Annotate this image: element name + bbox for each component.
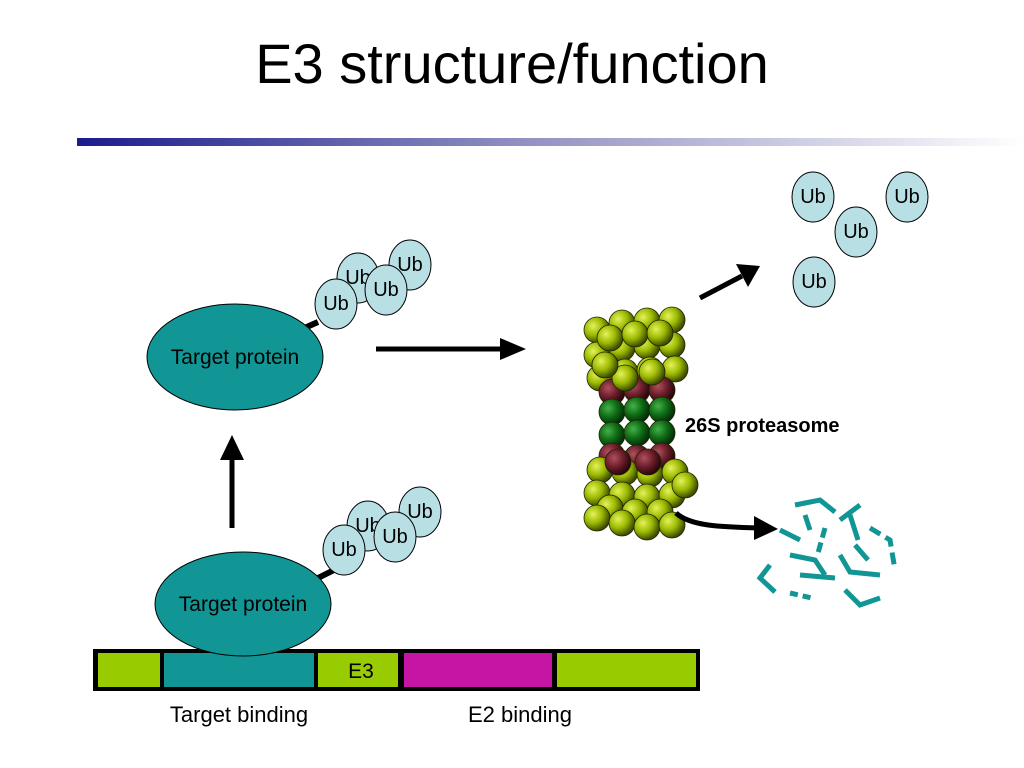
slide-title: E3 structure/function xyxy=(255,32,769,95)
ub-label: Ub xyxy=(373,279,399,301)
proteasome-subunit xyxy=(646,319,674,347)
e3-segment-target-binding xyxy=(164,653,314,687)
arrow-ub-release xyxy=(698,264,760,301)
target-protein-top: Target protein xyxy=(146,303,324,411)
ub-bead: Ub xyxy=(322,524,366,576)
proteasome-subunit xyxy=(604,448,632,476)
proteasome-label: 26S proteasome xyxy=(685,415,840,437)
proteasome-subunit xyxy=(634,448,662,476)
e2-binding-label: E2 binding xyxy=(468,702,572,727)
proteasome-subunit xyxy=(623,396,651,424)
title-divider xyxy=(77,138,1024,146)
ub-bead: Ub xyxy=(314,278,358,330)
e3-segment-green xyxy=(98,653,160,687)
target-protein-bottom-label: Target protein xyxy=(179,593,307,616)
arrow-up xyxy=(220,435,244,528)
ub-bead: Ub xyxy=(373,511,417,563)
ub-label: Ub xyxy=(345,267,371,289)
ub-bead: Ub xyxy=(834,206,878,258)
e3-segment-green-end xyxy=(557,653,696,687)
ub-label: Ub xyxy=(800,186,826,208)
proteasome-subunit xyxy=(611,364,639,392)
ub-label: Ub xyxy=(843,221,869,243)
target-protein-bottom: Target protein xyxy=(154,551,332,657)
ub-label: Ub xyxy=(801,271,827,293)
ub-chain-top: Ub Ub Ub Ub xyxy=(298,239,432,333)
ub-label: Ub xyxy=(894,186,920,208)
proteasome-subunit xyxy=(591,351,619,379)
ub-label: Ub xyxy=(331,539,357,561)
e3-segment-e2-binding xyxy=(404,653,552,687)
proteasome-subunit xyxy=(596,324,624,352)
proteasome-subunit xyxy=(648,396,676,424)
ub-label: Ub xyxy=(407,501,433,523)
ub-bead: Ub xyxy=(791,171,835,223)
proteasome-subunit xyxy=(671,471,699,499)
e3-segment-e3 xyxy=(318,653,398,687)
ub-label: Ub xyxy=(323,293,349,315)
peptide-fragments xyxy=(756,497,898,608)
arrow-to-proteasome xyxy=(376,338,526,360)
ub-bead: Ub xyxy=(792,256,836,308)
proteasome-subunit xyxy=(623,419,651,447)
proteasome-subunit xyxy=(621,320,649,348)
proteasome-subunit xyxy=(658,511,686,539)
target-binding-label: Target binding xyxy=(170,702,308,727)
arrow-to-fragments xyxy=(674,511,778,540)
proteasome-subunit xyxy=(598,398,626,426)
proteasome-subunit xyxy=(583,504,611,532)
ub-label: Ub xyxy=(382,526,408,548)
ub-label: Ub xyxy=(397,254,423,276)
proteasome-subunit xyxy=(633,513,661,541)
ub-bead: Ub xyxy=(885,171,929,223)
e3-label: E3 xyxy=(348,660,374,683)
free-ubiquitin: Ub Ub Ub Ub xyxy=(791,171,929,308)
proteasome-subunit xyxy=(638,358,666,386)
ub-bead: Ub xyxy=(364,264,408,316)
proteasome-subunit xyxy=(648,419,676,447)
target-protein-top-label: Target protein xyxy=(171,346,299,369)
proteasome-26s xyxy=(583,306,699,541)
ub-chain-bottom: Ub Ub Ub Ub xyxy=(316,486,442,581)
e3-domain-bar: E3 xyxy=(93,649,700,691)
proteasome-subunit xyxy=(608,509,636,537)
